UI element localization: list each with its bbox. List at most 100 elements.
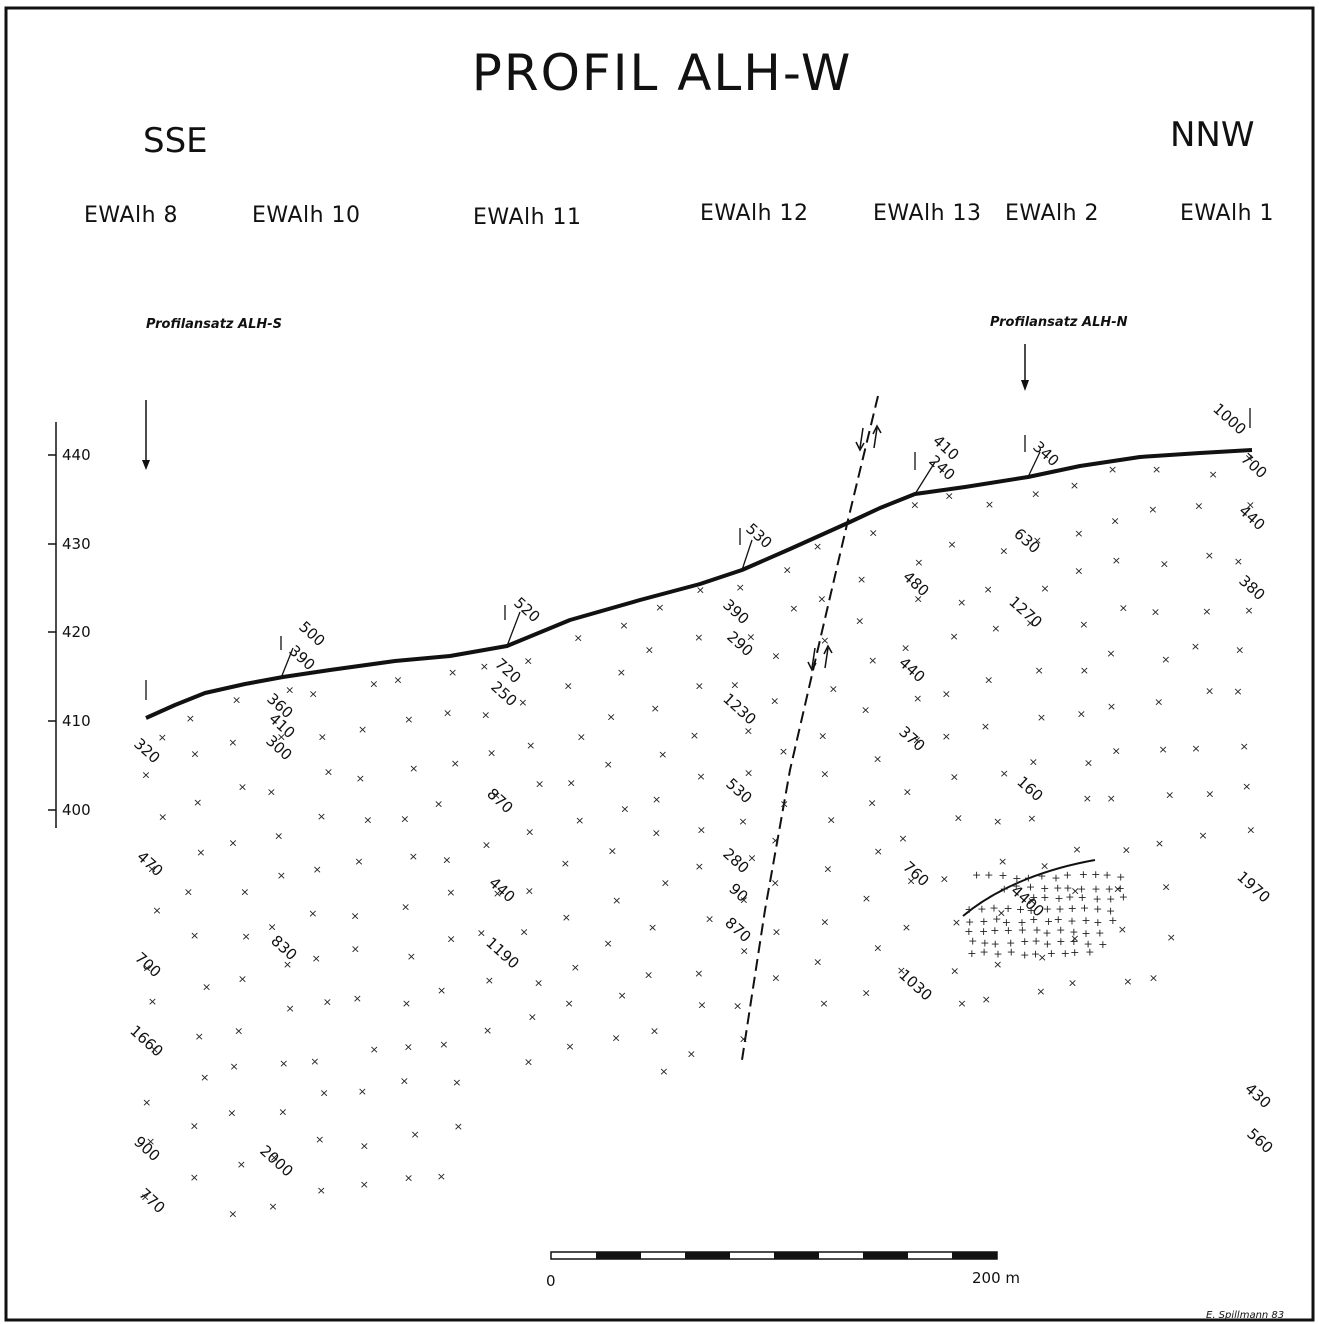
lens-cross-82: + <box>1047 947 1056 960</box>
rock-cross-119: × <box>562 911 571 924</box>
rock-cross-53: × <box>323 995 332 1008</box>
rock-cross-95: × <box>481 709 490 722</box>
scale-bar-start-label: 0 <box>546 1272 556 1290</box>
rock-cross-256: × <box>1068 977 1077 990</box>
rock-cross-229: × <box>998 855 1007 868</box>
rock-cross-22: × <box>232 693 241 706</box>
rock-cross-216: × <box>954 812 963 825</box>
rock-cross-125: × <box>607 710 616 723</box>
rock-cross-197: × <box>862 986 871 999</box>
lens-cross-48: + <box>1044 915 1053 928</box>
rock-cross-14: × <box>196 846 205 859</box>
rock-cross-79: × <box>400 1075 409 1088</box>
rock-cross-217: × <box>940 872 949 885</box>
lens-cross-28: + <box>1106 893 1115 906</box>
lens-cross-80: + <box>1020 949 1029 962</box>
rock-cross-161: × <box>747 851 756 864</box>
rock-cross-288: × <box>1205 787 1214 800</box>
rock-cross-244: × <box>1036 985 1045 998</box>
lens-boundary <box>962 859 1096 917</box>
rock-cross-116: × <box>567 777 576 790</box>
rock-cross-90: × <box>439 1038 448 1051</box>
rock-cross-276: × <box>1165 789 1174 802</box>
rock-cross-86: × <box>442 854 451 867</box>
rock-cross-2: × <box>158 811 167 824</box>
lens-cross-17: + <box>1063 882 1072 895</box>
rock-cross-6: × <box>148 995 157 1008</box>
borehole-ticks <box>145 408 1251 700</box>
rock-cross-293: × <box>1244 604 1253 617</box>
rock-cross-186: × <box>819 997 828 1010</box>
fault-motion-arrow-icon-lower <box>807 644 833 672</box>
value-ewalh12-390: 390 <box>719 596 752 629</box>
rock-cross-31: × <box>227 1107 236 1120</box>
rock-cross-36: × <box>267 786 276 799</box>
rock-cross-190: × <box>868 654 877 667</box>
rock-cross-255: × <box>1070 932 1079 945</box>
rock-cross-286: × <box>1205 685 1214 698</box>
value-ewalh13-760: 760 <box>899 858 932 891</box>
rock-cross-0: × <box>158 731 167 744</box>
lens-cross-20: + <box>1105 883 1114 896</box>
rock-cross-37: × <box>274 830 283 843</box>
rock-cross-48: × <box>324 766 333 779</box>
rock-cross-49: × <box>317 810 326 823</box>
rock-cross-110: × <box>534 976 543 989</box>
lens-cross-27: + <box>1093 893 1102 906</box>
lens-cross-66: + <box>980 937 989 950</box>
rock-cross-99: × <box>493 887 502 900</box>
rock-cross-57: × <box>317 1184 326 1197</box>
lens-cross-19: + <box>1091 883 1100 896</box>
rock-cross-162: × <box>739 893 748 906</box>
rock-cross-87: × <box>446 886 455 899</box>
rock-cross-150: × <box>695 860 704 873</box>
rock-cross-20: × <box>190 1120 199 1133</box>
rock-cross-236: × <box>1026 616 1035 629</box>
lens-cross-68: + <box>1006 937 1015 950</box>
rock-cross-118: × <box>561 857 570 870</box>
value-ewalh1-1000: 1000 <box>1209 400 1249 439</box>
lens-cross-69: + <box>1020 935 1029 948</box>
rock-cross-184: × <box>820 916 829 929</box>
lens-cross-10: + <box>1103 868 1112 881</box>
rock-cross-183: × <box>823 863 832 876</box>
lens-cross-47: + <box>1029 913 1038 926</box>
rock-cross-130: × <box>604 937 613 950</box>
lens-cross-46: + <box>1017 916 1026 929</box>
lens-cross-16: + <box>1053 882 1062 895</box>
rock-cross-155: × <box>736 581 745 594</box>
elevation-tick-410: 410 <box>62 712 91 730</box>
scale-bar <box>550 1251 998 1260</box>
rock-cross-202: × <box>913 692 922 705</box>
rock-cross-232: × <box>982 993 991 1006</box>
lens-cross-60: + <box>1042 927 1051 940</box>
rock-cross-258: × <box>1111 514 1120 527</box>
rock-cross-134: × <box>645 643 654 656</box>
borehole-label-ewalh-10: EWAlh 10 <box>252 203 361 228</box>
rock-cross-266: × <box>1113 883 1122 896</box>
value-ewalh8-1660: 1660 <box>126 1022 166 1061</box>
rock-cross-63: × <box>351 909 360 922</box>
rock-cross-8: × <box>142 1096 151 1109</box>
lens-cross-55: + <box>979 925 988 938</box>
rock-cross-142: × <box>650 1025 659 1038</box>
lens-cross-24: + <box>1054 892 1063 905</box>
rock-cross-15: × <box>184 885 193 898</box>
rock-cross-67: × <box>358 1085 367 1098</box>
lens-cross-34: + <box>1016 903 1025 916</box>
rock-cross-214: × <box>942 730 951 743</box>
terrain-surface-line <box>145 448 1253 720</box>
rock-cross-198: × <box>910 498 919 511</box>
profile-marker-right: Profilansatz ALH-N <box>990 315 1128 330</box>
rock-cross-259: × <box>1112 554 1121 567</box>
lens-cross-37: + <box>1055 903 1064 916</box>
rock-cross-35: × <box>277 731 286 744</box>
borehole-label-ewalh-12: EWAlh 12 <box>700 201 809 226</box>
rock-cross-257: × <box>1108 463 1117 476</box>
value-ewalh11-1190: 1190 <box>482 934 522 973</box>
rock-cross-296: × <box>1240 740 1249 753</box>
borehole-label-ewalh-2: EWAlh 2 <box>1005 201 1099 226</box>
rock-cross-69: × <box>360 1178 369 1191</box>
rock-cross-12: × <box>190 748 199 761</box>
borehole-label-ewalh-8: EWAlh 8 <box>84 203 178 228</box>
